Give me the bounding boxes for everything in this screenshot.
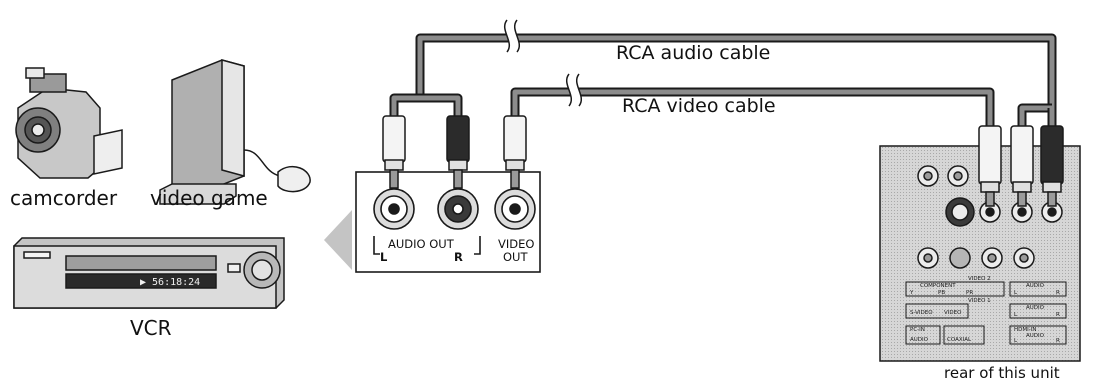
panel-label-r-2: R [1056,290,1060,296]
panel-label-l-2: L [1014,290,1018,296]
audio-right-label: R [454,250,463,264]
panel-label-pr: PR [966,290,973,296]
rca-audio-cable [389,18,1057,128]
rca-plug-red-right [446,115,470,189]
rca-plug-video [503,115,527,189]
panel-label-r-1: R [1056,312,1060,318]
panel-label-y: Y [909,290,914,296]
panel-label-l-hdmi: L [1014,338,1018,344]
vcr-display-text: ▶ 56:18:24 [140,277,200,288]
video-game-label: video game [150,186,268,210]
arrow-icon [324,210,352,270]
panel-label-component: COMPONENT [920,283,956,289]
panel-label-video2: VIDEO 2 [968,276,991,282]
panel-label-audio-1: AUDIO [1026,305,1045,311]
source-jack-panel [355,171,541,273]
panel-label-video: VIDEO [944,310,962,316]
panel-label-svideo: S-VIDEO [910,310,933,316]
panel-label-audio-2: AUDIO [1026,283,1045,289]
audio-out-label: AUDIO OUT [388,237,454,251]
rca-video-cable [510,72,995,128]
panel-label-r-hdmi: R [1056,338,1060,344]
vcr-label: VCR [130,316,172,340]
rca-audio-cable-label: RCA audio cable [616,42,771,64]
panel-label-pc-in: PC-IN [910,327,925,333]
video-game-icon [159,59,311,205]
rca-plug-video-unit [978,125,1002,207]
video-out-label-1: VIDEO [498,237,535,251]
panel-label-audio-hdmi: AUDIO [1026,333,1045,339]
video-out-label-2: OUT [503,250,528,264]
rear-unit-caption: rear of this unit [944,364,1060,382]
panel-label-pb: PB [938,290,945,296]
panel-label-audio-pc: AUDIO [910,337,929,343]
rca-plug-white-left [382,115,406,189]
camcorder-icon [15,67,123,179]
panel-label-l-1: L [1014,312,1018,318]
camcorder-label: camcorder [10,186,118,210]
rca-video-cable-label: RCA video cable [622,95,776,117]
audio-left-label: L [380,250,388,264]
panel-label-video1: VIDEO 1 [968,298,991,304]
rca-plug-white-unit [1010,125,1034,207]
panel-label-coaxial: COAXIAL [947,337,972,343]
vcr-icon [13,237,285,309]
rca-plug-red-unit [1040,125,1064,207]
panel-label-hdmi-in: HDMI-IN [1014,327,1036,333]
